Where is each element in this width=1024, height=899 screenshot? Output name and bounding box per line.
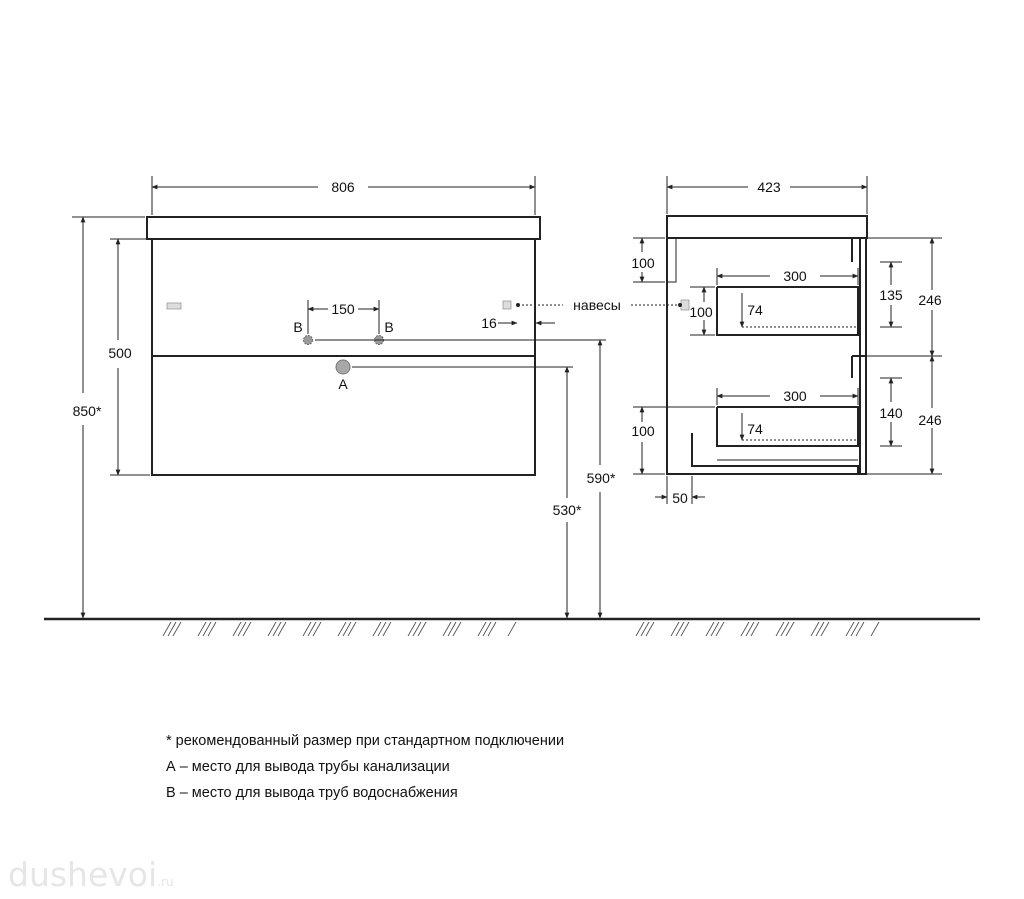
label-pipe-b-right: B bbox=[384, 319, 393, 335]
dim-drawer-lower-front: 246 bbox=[918, 412, 942, 428]
dim-drawer-upper-inner: 74 bbox=[747, 302, 763, 318]
side-view: 423 100 100 300 74 135 246 bbox=[631, 176, 942, 506]
dim-drawer-lower-width: 300 bbox=[783, 388, 807, 404]
drawer-lower-outline bbox=[716, 406, 859, 447]
dim-drawer-lower-height: 140 bbox=[879, 405, 903, 421]
dim-drawer-upper-height: 135 bbox=[879, 287, 903, 303]
dim-total-height: 850* bbox=[73, 403, 102, 419]
drawer-upper-outline bbox=[716, 286, 859, 336]
label-pipe-b-left: B bbox=[293, 319, 302, 335]
dim-side-depth: 423 bbox=[757, 179, 781, 195]
front-view: 806 850* 500 150 B B A 16 навесы 590* bbox=[72, 176, 681, 619]
dim-back-gap: 50 bbox=[672, 490, 688, 506]
dim-pipe-spacing: 150 bbox=[331, 301, 355, 317]
watermark-text: dushevoi bbox=[8, 855, 158, 894]
label-pipe-a: A bbox=[338, 376, 348, 392]
watermark-suffix: .ru bbox=[157, 875, 174, 889]
dim-drawer-lower-inner: 74 bbox=[747, 421, 763, 437]
note-pipe-a: А – место для вывода трубы канализации bbox=[166, 759, 450, 775]
note-pipe-b: В – место для вывода труб водоснабжения bbox=[166, 785, 458, 801]
dim-drawer-upper-width: 300 bbox=[783, 268, 807, 284]
dim-lower-offset: 100 bbox=[631, 423, 655, 439]
hinge-marker-right bbox=[502, 300, 512, 310]
side-countertop bbox=[666, 215, 868, 239]
notes-block: * рекомендованный размер при стандартном… bbox=[166, 728, 564, 806]
dim-height-590: 590* bbox=[587, 470, 616, 486]
label-hinges: навесы bbox=[573, 297, 621, 313]
hinge-marker-left bbox=[166, 302, 182, 310]
pipe-a bbox=[335, 359, 351, 375]
dim-drawer-upper-front: 246 bbox=[918, 292, 942, 308]
dim-height-530: 530* bbox=[553, 502, 582, 518]
dim-top-offset-upper: 100 bbox=[631, 255, 655, 271]
side-cabinet-body bbox=[666, 237, 861, 475]
front-countertop bbox=[146, 216, 541, 240]
dim-front-width: 806 bbox=[331, 179, 355, 195]
watermark-logo: dushevoi.ru bbox=[8, 855, 174, 894]
pipe-b-left bbox=[303, 335, 313, 345]
dim-body-height: 500 bbox=[108, 345, 132, 361]
note-recommended: * рекомендованный размер при стандартном… bbox=[166, 733, 565, 749]
side-hinge bbox=[680, 299, 690, 311]
dim-hinge-offset: 16 bbox=[481, 315, 497, 331]
dim-hinge-side: 100 bbox=[689, 304, 713, 320]
floor-hatching-front bbox=[162, 621, 517, 637]
floor-hatching-side bbox=[635, 621, 880, 637]
